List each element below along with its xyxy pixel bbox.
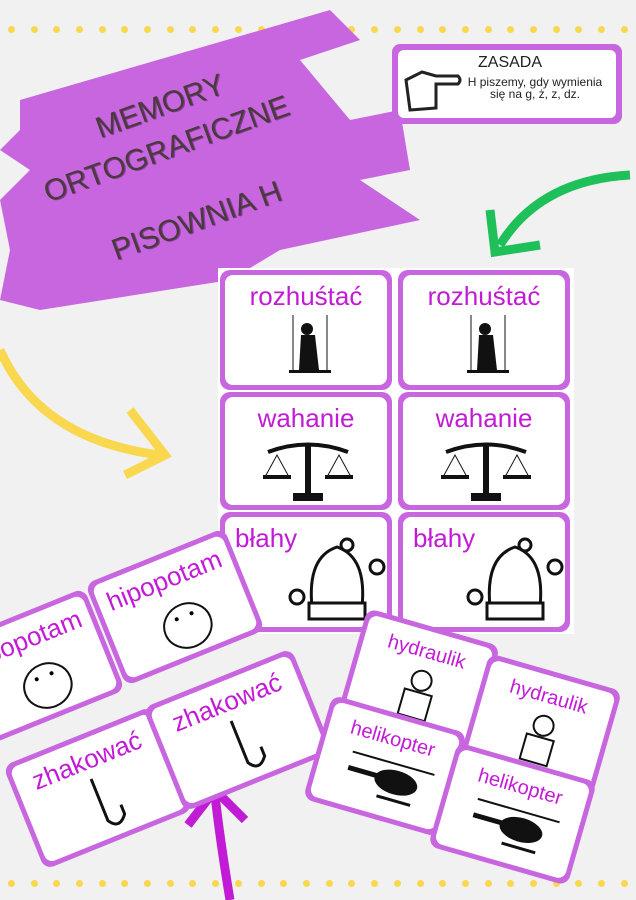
- yellow-arrow-icon: [0, 348, 172, 480]
- card-rozhustac[interactable]: rozhuśtać: [398, 270, 570, 390]
- helicopter-icon: [472, 797, 560, 855]
- card-helikopter[interactable]: helikopter: [302, 694, 468, 838]
- hook-icon: [89, 778, 127, 826]
- card-helikopter[interactable]: helikopter: [427, 742, 598, 886]
- card-hipopotam[interactable]: hipopotam: [0, 587, 126, 747]
- scales-icon: [263, 442, 353, 501]
- card-hydraulik[interactable]: hydraulik: [459, 653, 623, 795]
- card-wahanie[interactable]: wahanie: [220, 392, 392, 510]
- card-word: błahy: [235, 523, 298, 553]
- hook-icon: [229, 720, 267, 768]
- card-rozhustac[interactable]: rozhuśtać: [220, 270, 392, 390]
- card-word: wahanie: [257, 403, 355, 433]
- hippo-icon: [163, 602, 213, 649]
- card-word: wahanie: [435, 403, 533, 433]
- rule-text: H piszemy, gdy wymienia się na g, ż, z, …: [467, 75, 603, 101]
- swing-girl-icon: [467, 315, 509, 373]
- jester-hat-icon: [466, 537, 564, 621]
- card-word: błahy: [413, 523, 476, 553]
- swing-girl-icon: [289, 315, 331, 373]
- rule-heading: ZASADA: [478, 54, 543, 71]
- jester-hat-icon: [288, 537, 386, 621]
- card-blahy[interactable]: błahy: [398, 512, 570, 632]
- helicopter-icon: [347, 750, 435, 807]
- green-arrow-icon: [485, 170, 631, 258]
- card-zhakowac[interactable]: zhakować: [142, 648, 334, 812]
- plumber-icon: [396, 669, 433, 723]
- card-word: rozhuśtać: [249, 281, 363, 311]
- card-zhakowac[interactable]: zhakować: [2, 706, 194, 870]
- rule-box: ZASADA H piszemy, gdy wymienia się na g,…: [392, 44, 622, 124]
- card-sheet: rozhuśtać rozhuśtać wahanie wahanie błah…: [218, 268, 574, 634]
- card-hipopotam[interactable]: hipopotam: [84, 527, 266, 687]
- bottom-dotted-border: [0, 880, 636, 890]
- card-word: rozhuśtać: [427, 281, 541, 311]
- plumber-icon: [518, 714, 555, 768]
- scales-icon: [441, 442, 531, 501]
- card-hydraulik[interactable]: hydraulik: [337, 608, 501, 750]
- hippo-icon: [23, 662, 73, 709]
- card-wahanie[interactable]: wahanie: [398, 392, 570, 510]
- brush-stroke-background: [0, 10, 420, 310]
- pointing-hand-icon: [404, 70, 462, 112]
